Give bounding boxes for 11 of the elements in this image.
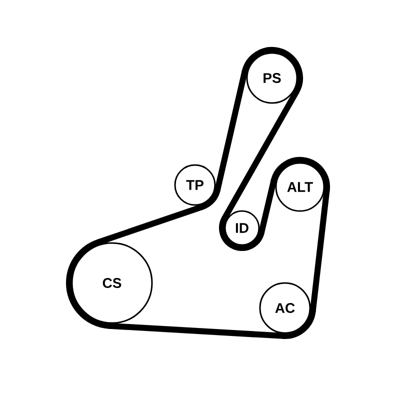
pulley: TP [174, 164, 216, 206]
belt [258, 177, 277, 236]
belt [310, 187, 330, 314]
belt [222, 89, 300, 221]
pulley: CS [71, 242, 153, 324]
pulley: AC [259, 282, 311, 334]
belt [214, 68, 248, 194]
belt [96, 204, 206, 246]
pulley: ALT [275, 162, 325, 212]
pulley: ID [224, 210, 260, 246]
pulley: PS [246, 52, 298, 104]
